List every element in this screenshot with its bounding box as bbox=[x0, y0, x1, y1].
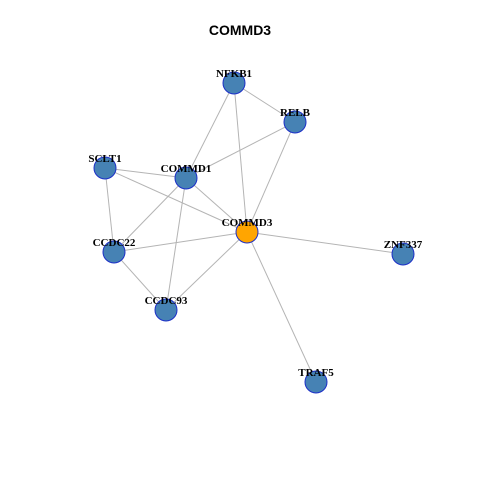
edge-ccdc22-ccdc93 bbox=[113, 251, 167, 311]
node-commd1 bbox=[174, 166, 198, 190]
edge-layer bbox=[104, 82, 404, 383]
node-label-relb: RELB bbox=[280, 107, 311, 119]
node-nfkb1 bbox=[222, 71, 246, 95]
node-label-sclt1: SCLT1 bbox=[88, 153, 121, 165]
edge-nfkb1-commd1 bbox=[185, 82, 235, 179]
edge-commd1-commd3 bbox=[185, 177, 248, 233]
node-label-commd3: COMMD3 bbox=[222, 217, 273, 229]
node-label-ccdc22: CCDC22 bbox=[93, 237, 136, 249]
edge-sclt1-commd3 bbox=[104, 167, 248, 233]
node-znf337 bbox=[391, 242, 415, 266]
node-ccdc93 bbox=[154, 298, 178, 322]
node-label-ccdc93: CCDC93 bbox=[145, 295, 188, 307]
node-traf5 bbox=[304, 370, 328, 394]
node-layer bbox=[93, 71, 415, 394]
node-label-nfkb1: NFKB1 bbox=[216, 68, 252, 80]
edge-nfkb1-commd3 bbox=[233, 82, 248, 233]
node-label-traf5: TRAF5 bbox=[298, 367, 334, 379]
edge-sclt1-ccdc22 bbox=[104, 167, 115, 253]
node-ccdc22 bbox=[102, 240, 126, 264]
figure-title: COMMD3 bbox=[208, 22, 272, 38]
edge-relb-commd1 bbox=[185, 121, 296, 179]
edge-commd3-znf337 bbox=[246, 231, 404, 255]
node-label-znf337: ZNF337 bbox=[384, 239, 423, 251]
edge-nfkb1-relb bbox=[233, 82, 296, 123]
node-sclt1 bbox=[93, 156, 117, 180]
node-label-commd1: COMMD1 bbox=[161, 163, 212, 175]
edge-ccdc22-commd3 bbox=[113, 231, 248, 253]
edge-ccdc93-commd3 bbox=[165, 231, 248, 311]
edge-commd1-ccdc22 bbox=[113, 177, 187, 253]
edge-commd3-traf5 bbox=[246, 231, 317, 383]
node-commd3 bbox=[235, 220, 259, 244]
node-relb bbox=[283, 110, 307, 134]
edge-relb-commd3 bbox=[246, 121, 296, 233]
edge-sclt1-commd1 bbox=[104, 167, 187, 179]
edge-commd1-ccdc93 bbox=[165, 177, 187, 311]
